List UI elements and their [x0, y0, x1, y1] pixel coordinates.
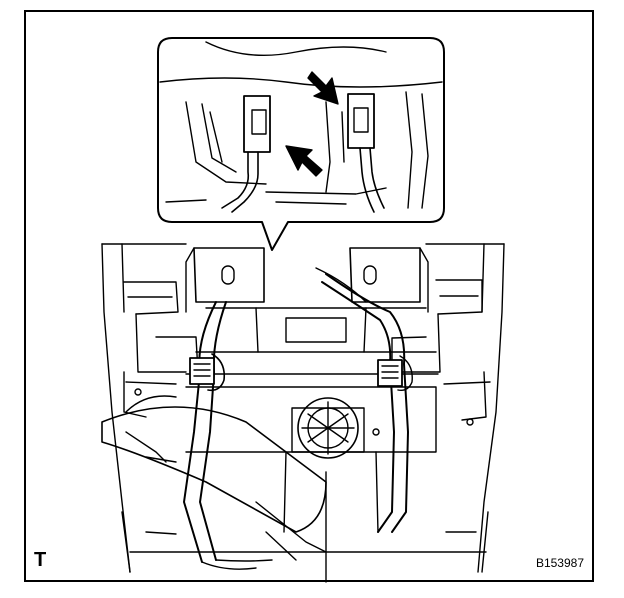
- diagram-frame: T B153987: [24, 10, 594, 583]
- speaker-icon: [291, 397, 365, 459]
- console-body: [101, 243, 505, 583]
- left-harness: [183, 301, 273, 570]
- illustration: [101, 37, 505, 583]
- figure-corner-label: T: [34, 549, 47, 571]
- connector-icon: [377, 355, 413, 392]
- arrow-icon: [285, 145, 323, 177]
- detail-callout: [157, 37, 445, 251]
- arrow-icon: [307, 71, 339, 105]
- connector-icon: [189, 353, 226, 392]
- seat-belt-strap: [101, 395, 327, 561]
- left-bracket: [185, 247, 265, 313]
- figure-reference-code: B153987: [535, 556, 584, 570]
- right-bracket: [349, 247, 429, 313]
